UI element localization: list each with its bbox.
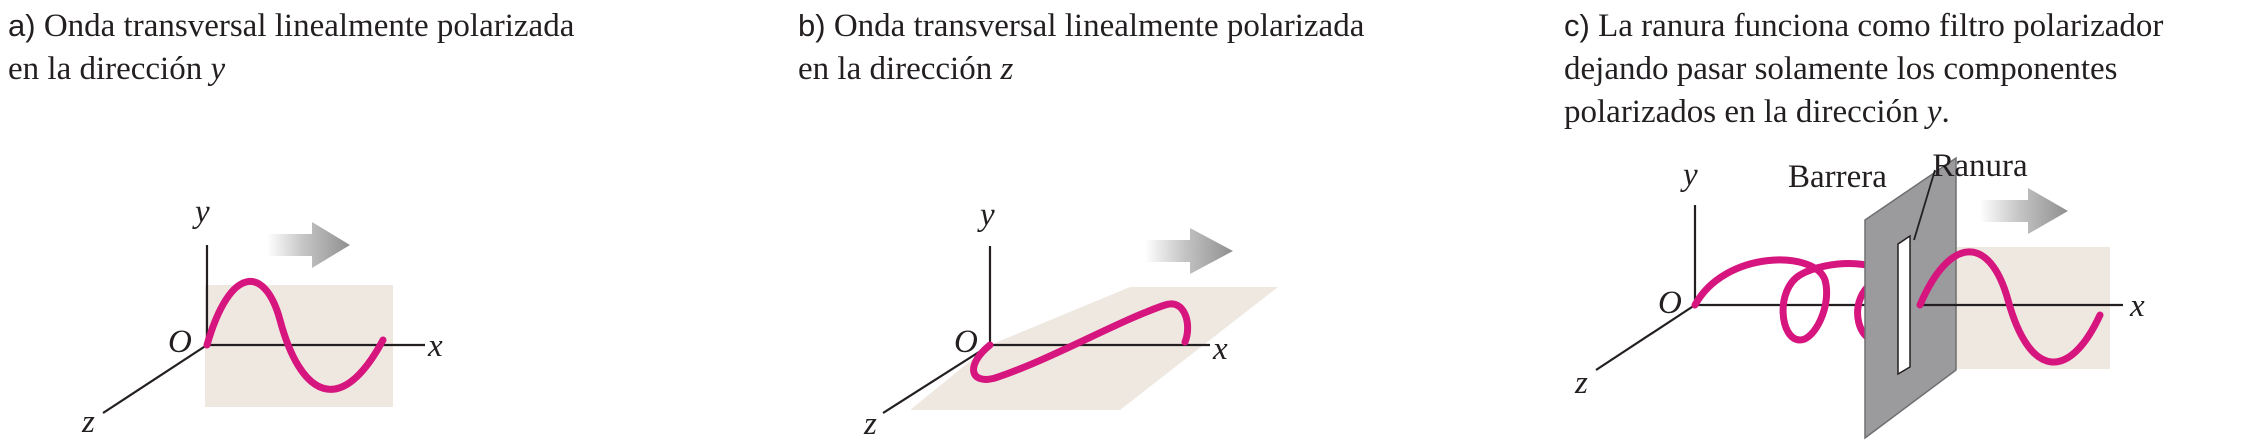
caption-variable: z — [1000, 51, 1014, 87]
caption-line-2: en la dirección — [8, 51, 211, 87]
y-axis-label: y — [977, 197, 995, 233]
z-axis-label: z — [81, 404, 95, 440]
polarized-wave — [970, 300, 1192, 383]
z-axis — [1595, 304, 1696, 371]
z-axis-label: z — [863, 406, 877, 442]
caption-variable: y — [1926, 94, 1942, 130]
z-axis — [882, 344, 991, 414]
polarized-wave — [1916, 248, 2104, 366]
caption-a: a) Onda transversal linealmente polariza… — [8, 4, 574, 91]
x-axis-label: x — [427, 328, 443, 364]
y-axis-label: y — [192, 194, 210, 230]
slot-label: Ranura — [1932, 148, 2028, 184]
slot — [1897, 234, 1911, 376]
origin-label: O — [1658, 285, 1682, 321]
caption-suffix: . — [1941, 94, 1950, 130]
x-axis-label: x — [2129, 288, 2145, 324]
barrier-label: Barrera — [1788, 159, 1887, 195]
caption-line-1: Onda transversal linealmente polarizada — [43, 8, 575, 44]
origin-label: O — [954, 324, 978, 360]
caption-line-1: Onda transversal linealmente polarizada — [833, 8, 1365, 44]
origin-label: O — [168, 324, 192, 360]
z-axis — [102, 344, 208, 414]
propagation-arrow-icon — [1145, 228, 1233, 274]
caption-line-1: La ranura funciona como filtro polarizad… — [1598, 8, 2164, 44]
panel-a: a) Onda transversal linealmente polariza… — [0, 0, 780, 446]
caption-letter: b) — [798, 8, 826, 43]
diagram-b: y x z O — [863, 197, 1278, 442]
panel-b: b) Onda transversal linealmente polariza… — [790, 0, 1570, 446]
panel-c: c) La ranura funciona como filtro polari… — [1560, 0, 2242, 446]
x-axis-label: x — [1212, 331, 1228, 367]
caption-line-2: dejando pasar solamente los componentes — [1564, 51, 2118, 87]
polarized-wave — [203, 278, 387, 393]
caption-line-2: en la dirección — [798, 51, 1001, 87]
diagram-a: y x z O — [81, 194, 443, 440]
y-axis-label: y — [1680, 157, 1698, 193]
caption-letter: c) — [1564, 8, 1590, 43]
propagation-arrow-icon — [1980, 188, 2068, 234]
caption-letter: a) — [8, 8, 36, 43]
caption-variable: y — [210, 51, 226, 87]
caption-line-3: polarizados en la dirección — [1564, 94, 1927, 130]
unpolarized-wave — [1691, 256, 1919, 344]
caption-c: c) La ranura funciona como filtro polari… — [1564, 4, 2163, 134]
propagation-arrow-icon — [267, 222, 350, 268]
slot-leader-line — [1913, 169, 1936, 241]
z-axis-label: z — [1574, 365, 1588, 401]
caption-b: b) Onda transversal linealmente polariza… — [798, 4, 1364, 91]
diagram-c: y x z O Barrera Ranura — [1574, 148, 2145, 440]
